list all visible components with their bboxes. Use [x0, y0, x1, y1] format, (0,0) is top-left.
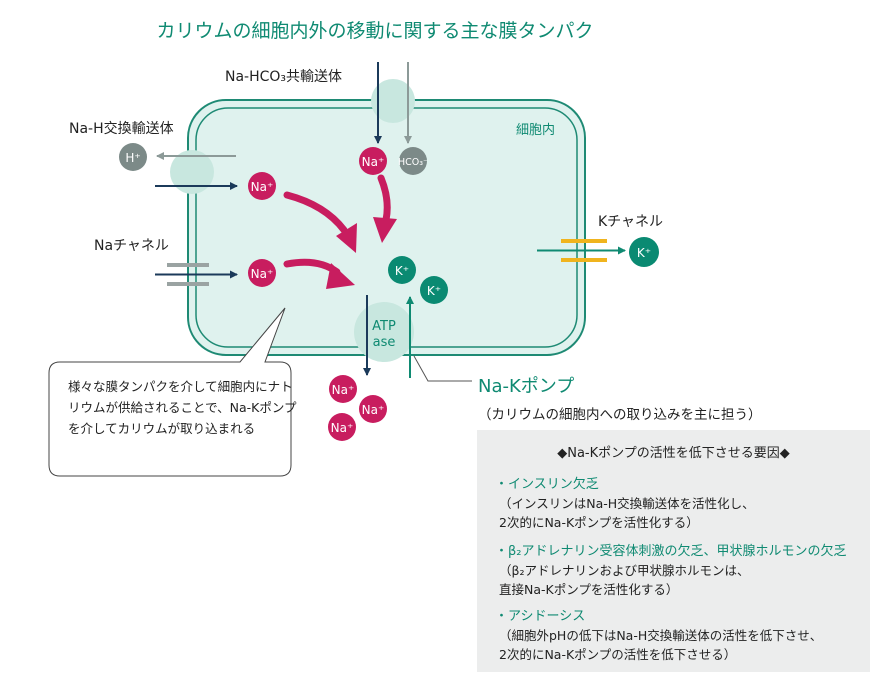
ion-na-exchanger: Na⁺ — [248, 172, 276, 200]
flow-arrow-top — [283, 191, 348, 234]
factor-body-line: 直接Na-Kポンプを活性化する） — [499, 582, 679, 597]
speech-bubble-text: 様々な膜タンパクを介して細胞内にナトリウムが供給されることで、Na-Kポンプを介… — [68, 379, 297, 436]
na-h-label: Na-H交換輸送体 — [69, 121, 174, 137]
factor-title: ・アシドーシス — [495, 609, 586, 624]
factor-body-line: （β₂アドレナリンおよび甲状腺ホルモンは、 — [499, 563, 750, 578]
ion-label: K⁺ — [427, 284, 441, 298]
factors-heading: ◆Na-Kポンプの活性を低下させる要因◆ — [557, 446, 790, 461]
ion-label: Na⁺ — [362, 403, 385, 417]
factor-body-line: （インスリンはNa-H交換輸送体を活性化し、 — [499, 496, 755, 511]
factor-body-line: 2次的にNa-Kポンプの活性を低下させる） — [499, 647, 737, 662]
ion-label: Na⁺ — [251, 267, 274, 281]
ion-hco3: HCO₃⁻ — [398, 147, 428, 175]
factor-body-line: 2次的にNa-Kポンプを活性化する） — [499, 515, 699, 530]
atpase-label-line2: ase — [373, 335, 396, 350]
factor-title: ・β₂アドレナリン受容体刺激の欠乏、甲状腺ホルモンの欠乏 — [495, 544, 847, 559]
ion-label: K⁺ — [395, 264, 409, 278]
na-channel-label: Naチャネル — [94, 238, 169, 254]
ion-na-out-3: Na⁺ — [328, 413, 356, 441]
intracellular-label: 細胞内 — [516, 122, 555, 138]
ion-label: H⁺ — [125, 151, 140, 165]
flow-arrow-top-head — [336, 223, 357, 253]
ion-na-hco3: Na⁺ — [359, 147, 387, 175]
ion-label: Na⁺ — [251, 180, 274, 194]
ion-k-inside-2: K⁺ — [420, 276, 448, 304]
na-h-exchanger — [170, 150, 214, 194]
na-hco3-cotransporter — [371, 79, 415, 123]
ion-label: Na⁺ — [362, 155, 385, 169]
ion-label: HCO₃⁻ — [398, 157, 428, 168]
flow-arrow-bottom-head — [326, 263, 355, 289]
factor-body-line: （細胞外pHの低下はNa-H交換輸送体の活性を低下させ、 — [499, 628, 823, 643]
ion-na-channel: Na⁺ — [248, 259, 276, 287]
ion-h: H⁺ — [119, 143, 147, 171]
factor-title: ・インスリン欠乏 — [495, 477, 599, 492]
ion-label: Na⁺ — [332, 383, 355, 397]
na-hco3-label: Na-HCO₃共輸送体 — [225, 69, 343, 85]
ion-na-out-1: Na⁺ — [329, 375, 357, 403]
speech-bubble — [48, 307, 292, 477]
ion-k-inside-1: K⁺ — [388, 256, 416, 284]
ion-label: K⁺ — [637, 246, 651, 260]
flow-arrow-middle — [377, 174, 391, 224]
k-channel-label: Kチャネル — [598, 214, 664, 230]
flow-arrow-middle-head — [373, 217, 397, 243]
na-k-pump-atpase — [354, 302, 414, 362]
pump-connector-line — [413, 355, 472, 382]
ion-na-out-2: Na⁺ — [359, 395, 387, 423]
na-k-pump-title: Na-Kポンプ — [478, 376, 575, 397]
na-k-pump-subtitle: （カリウムの細胞内への取り込みを主に担う） — [478, 407, 762, 423]
factors-box: ◆Na-Kポンプの活性を低下させる要因◆ ・インスリン欠乏 （インスリンはNa-… — [477, 430, 870, 672]
ion-k-channel: K⁺ — [629, 237, 659, 267]
page-title: カリウムの細胞内外の移動に関する主な膜タンパク — [156, 20, 594, 42]
ion-label: Na⁺ — [331, 421, 354, 435]
atpase-label-line1: ATP — [372, 319, 396, 334]
